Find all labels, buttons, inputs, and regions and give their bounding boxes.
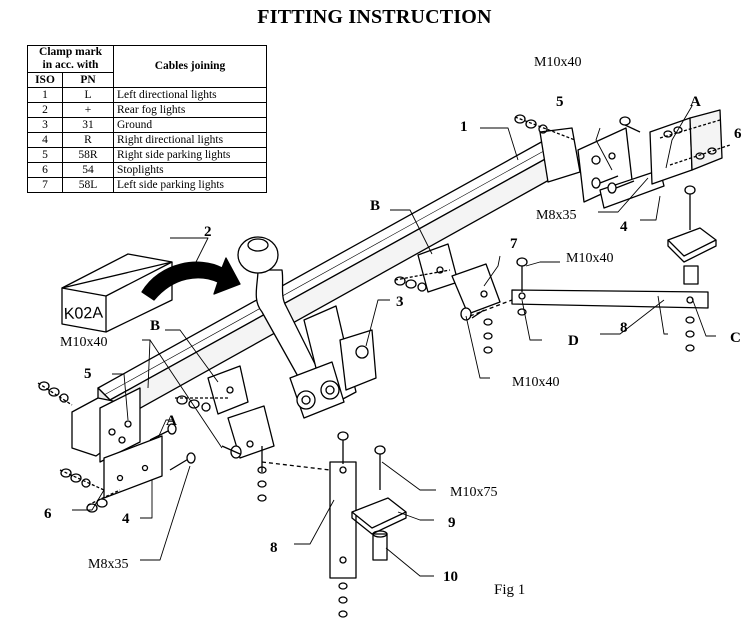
tow-hook-assembly <box>237 236 377 419</box>
part-number-3: 3 <box>396 294 404 310</box>
letter-b-left: B <box>150 318 160 334</box>
left-side-bracket <box>71 387 141 463</box>
left-bolts <box>149 423 196 471</box>
electrical-kit-box <box>61 253 173 333</box>
bolt-spec-m10x75: M10x75 <box>450 485 497 500</box>
kit-box-label: K02A <box>64 305 104 323</box>
part-number-10: 10 <box>443 569 458 585</box>
bolt-spec-m8x35-left: M8x35 <box>88 557 128 572</box>
mid-washer-stack-right <box>394 269 451 292</box>
install-arrow-icon <box>141 257 241 301</box>
mid-washer-stack-left <box>175 395 228 412</box>
part-number-9: 9 <box>448 515 456 531</box>
clamp-bracket-right <box>667 227 717 285</box>
bolt-spec-m10x40-strap: M10x40 <box>566 251 613 266</box>
bolt-spec-m10x40-left: M10x40 <box>60 335 107 350</box>
right-washer-stack <box>514 114 731 166</box>
letter-a-right: A <box>690 94 701 110</box>
lower-strap-right <box>511 289 709 309</box>
letter-c: C <box>730 330 741 346</box>
lower-strap-left <box>329 461 357 579</box>
clamp-mark-header-line2: in acc. with <box>42 59 99 71</box>
part-number-4-right: 4 <box>620 219 628 235</box>
part-number-8-right: 8 <box>620 320 628 336</box>
center-mount-bracket-right <box>417 243 501 315</box>
desc-cell: Left side parking lights <box>113 177 267 193</box>
part-number-8-left: 8 <box>270 540 278 556</box>
part-number-2: 2 <box>204 224 212 240</box>
letter-b-right: B <box>370 198 380 214</box>
clamp-mark-header: Clamp mark in acc. with <box>27 45 114 73</box>
desc-cell: Right side parking lights <box>113 147 267 163</box>
part-number-5-left: 5 <box>84 366 92 382</box>
part-number-7: 7 <box>510 236 518 252</box>
letter-d: D <box>568 333 579 349</box>
part-number-4-left: 4 <box>122 511 130 527</box>
page-title: FITTING INSTRUCTION <box>257 6 492 28</box>
figure-label: Fig 1 <box>494 582 525 598</box>
clamp-mark-header-line1: Clamp mark <box>39 46 102 58</box>
part-number-5-right: 5 <box>556 94 564 110</box>
spacer-sleeve <box>372 530 388 561</box>
leader-lines <box>72 105 716 577</box>
letter-a-left: A <box>166 413 177 429</box>
nut-stacks <box>257 299 695 618</box>
strap-bolts <box>221 185 696 490</box>
clamp-bracket-left <box>351 497 407 535</box>
right-m8-bolts <box>591 175 635 194</box>
part-number-6-right: 6 <box>734 126 742 142</box>
bolt-spec-m8x35-right: M8x35 <box>536 208 576 223</box>
table-row: 2+Rear fog lights <box>27 102 267 118</box>
pn-cell: 58R <box>62 147 114 163</box>
left-washer-stack <box>37 381 121 513</box>
left-clamp-plate <box>103 435 163 499</box>
part-number-6-left: 6 <box>44 506 52 522</box>
crossbar-beam <box>97 127 581 426</box>
bolt-spec-m10x40-mid: M10x40 <box>512 375 559 390</box>
cable-legend-table: Clamp mark in acc. with Cables joining I… <box>27 45 267 193</box>
pn-header: PN <box>62 72 114 88</box>
right-top-bolt <box>619 116 641 133</box>
bolt-spec-m10x40-top: M10x40 <box>534 55 581 70</box>
center-mount-bracket-left <box>207 365 275 459</box>
part-number-1: 1 <box>460 119 468 135</box>
